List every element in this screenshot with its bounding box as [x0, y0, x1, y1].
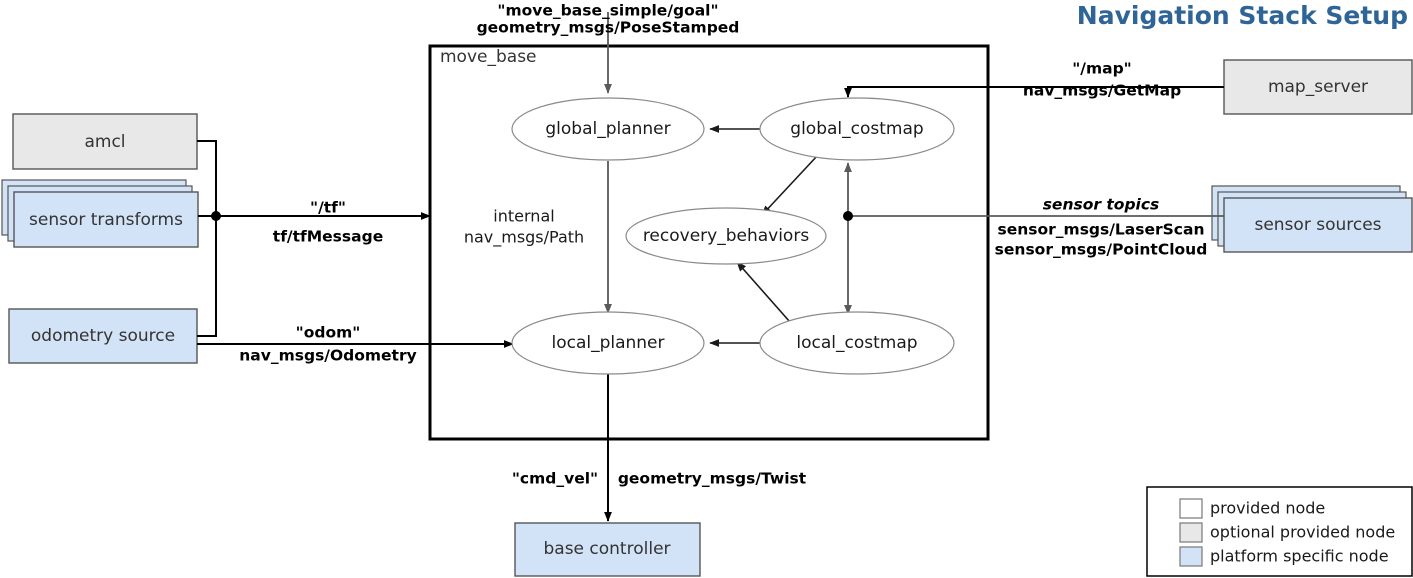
internal-path-label-line1: internal	[493, 207, 554, 226]
node-odometry-source-label: odometry source	[31, 326, 175, 346]
edge-cmd-vel-topic: "cmd_vel"	[512, 470, 598, 488]
node-sensor-sources-label: sensor sources	[1254, 215, 1381, 235]
ellipse-global-costmap[interactable]	[759, 97, 955, 161]
ellipse-local-costmap[interactable]	[759, 311, 955, 375]
edge-odom-topic: "odom"	[296, 324, 361, 342]
edge-global-costmap-to-recovery	[761, 154, 819, 216]
edge-goal-topic: "move_base_simple/goal"	[497, 2, 718, 20]
legend-swatch-provided-node	[1179, 498, 1203, 519]
internal-path-label-line2: nav_msgs/Path	[464, 228, 584, 248]
node-base-controller-label: base controller	[543, 539, 670, 559]
ellipse-local-planner[interactable]	[511, 311, 705, 375]
legend-container	[1146, 486, 1413, 577]
node-sensor-sources[interactable]	[1223, 197, 1413, 253]
node-sensor-transforms-label: sensor transforms	[29, 210, 183, 230]
edge-odom-to-tf-junction	[197, 216, 217, 337]
node-map-server-label: map_server	[1268, 77, 1368, 97]
edge-tf-type: tf/tfMessage	[273, 228, 383, 246]
node-odometry-source[interactable]	[8, 308, 198, 364]
edge-sensors-type-laserscan: sensor_msgs/LaserScan	[998, 221, 1205, 239]
sensors-junction-dot	[843, 211, 853, 221]
legend-swatch-optional-provided-node	[1179, 522, 1203, 543]
ellipse-local-costmap-label: local_costmap	[796, 333, 917, 353]
page-title: Navigation Stack Setup	[1077, 1, 1408, 30]
edge-odom-type: nav_msgs/Odometry	[239, 347, 416, 365]
legend-label-provided-node: provided node	[1210, 499, 1325, 518]
ellipse-global-costmap-label: global_costmap	[790, 119, 923, 139]
legend-label-optional-provided-node: optional provided node	[1210, 523, 1395, 542]
move-base-container	[428, 44, 990, 441]
edge-sensors-type-pointcloud: sensor_msgs/PointCloud	[995, 241, 1208, 259]
node-base-controller[interactable]	[514, 522, 701, 577]
edge-map-topic: "/map"	[1072, 60, 1132, 78]
ellipse-global-planner[interactable]	[511, 97, 705, 161]
tf-junction-dot	[211, 211, 221, 221]
edge-map-line	[844, 86, 1224, 98]
edge-sensors-topic: sensor topics	[1043, 196, 1160, 214]
edge-map-type: nav_msgs/GetMap	[1023, 82, 1181, 100]
ellipse-local-planner-label: local_planner	[551, 333, 664, 353]
node-amcl[interactable]	[12, 113, 198, 170]
move-base-label: move_base	[440, 47, 537, 67]
edge-amcl-to-tf-junction	[197, 140, 217, 216]
edge-cmd-vel-type: geometry_msgs/Twist	[618, 470, 807, 488]
node-sensor-transforms[interactable]	[13, 191, 199, 248]
ellipse-recovery-behaviors[interactable]	[625, 207, 827, 265]
legend-label-platform-specific-node: platform specific node	[1210, 547, 1389, 566]
ellipse-recovery-behaviors-label: recovery_behaviors	[643, 226, 810, 246]
edge-goal-type: geometry_msgs/PoseStamped	[477, 19, 740, 37]
node-amcl-label: amcl	[84, 132, 125, 152]
edge-tf-topic: "/tf"	[310, 199, 346, 217]
legend-swatch-platform-specific-node	[1179, 546, 1203, 567]
ellipse-global-planner-label: global_planner	[545, 119, 670, 139]
edge-local-costmap-to-recovery	[736, 261, 791, 323]
